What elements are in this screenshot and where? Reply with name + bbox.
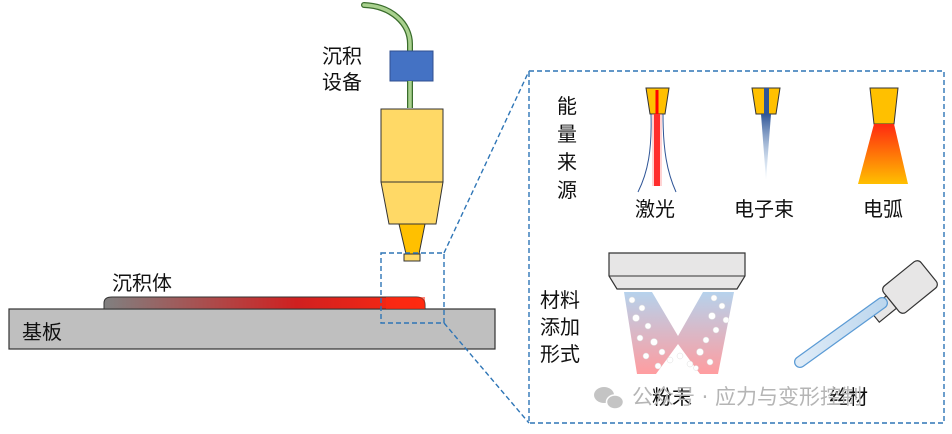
deposition-device-label-2: 设备 — [322, 70, 362, 94]
powder-nozzle — [608, 252, 746, 290]
substrate-label: 基板 — [22, 320, 62, 344]
nozzle-taper — [380, 181, 444, 225]
svg-text:源: 源 — [557, 178, 577, 202]
callout-frame — [380, 252, 445, 324]
device-box — [389, 50, 434, 82]
arc-plume — [858, 124, 908, 184]
svg-text:能: 能 — [557, 94, 577, 118]
wire-label: 丝材 — [828, 385, 868, 409]
callout-line-top — [443, 70, 530, 254]
deposit-label: 沉积体 — [112, 271, 172, 295]
arc-source — [858, 87, 908, 184]
arc-label: 电弧 — [863, 197, 903, 221]
powder-spray — [624, 292, 734, 374]
electron-beam-source — [751, 87, 781, 180]
melt-pool — [386, 297, 425, 309]
nozzle-body — [380, 108, 444, 183]
watermark-text: 公众号 · 应力与变形控制 — [632, 385, 862, 409]
laser-beam — [654, 114, 660, 186]
wechat-icon — [594, 387, 625, 410]
laser-source — [637, 87, 677, 193]
svg-text:添加: 添加 — [540, 315, 580, 339]
deposition-device-label-1: 沉积 — [322, 44, 362, 68]
callout-line-bottom — [443, 322, 530, 424]
deposit — [103, 296, 426, 310]
material-feed-label: 材料 添加 形式 — [540, 288, 580, 366]
electron-beam-label: 电子束 — [734, 197, 794, 221]
energy-source-label: 能 量 来 源 — [557, 94, 577, 202]
laser-label: 激光 — [635, 197, 675, 221]
deposition-setup: 沉积 设备 基板 沉积体 — [8, 2, 530, 424]
powder-feed — [608, 252, 746, 374]
svg-text:形式: 形式 — [540, 342, 580, 366]
svg-text:来: 来 — [557, 150, 577, 174]
electron-beam — [761, 114, 771, 180]
watermark: 公众号 · 应力与变形控制 — [594, 385, 862, 410]
powder-label: 粉末 — [652, 385, 692, 409]
wire-feed — [794, 260, 938, 368]
substrate — [8, 308, 496, 350]
nozzle-tip — [398, 223, 426, 255]
svg-text:量: 量 — [557, 122, 577, 146]
svg-text:材料: 材料 — [540, 288, 580, 312]
